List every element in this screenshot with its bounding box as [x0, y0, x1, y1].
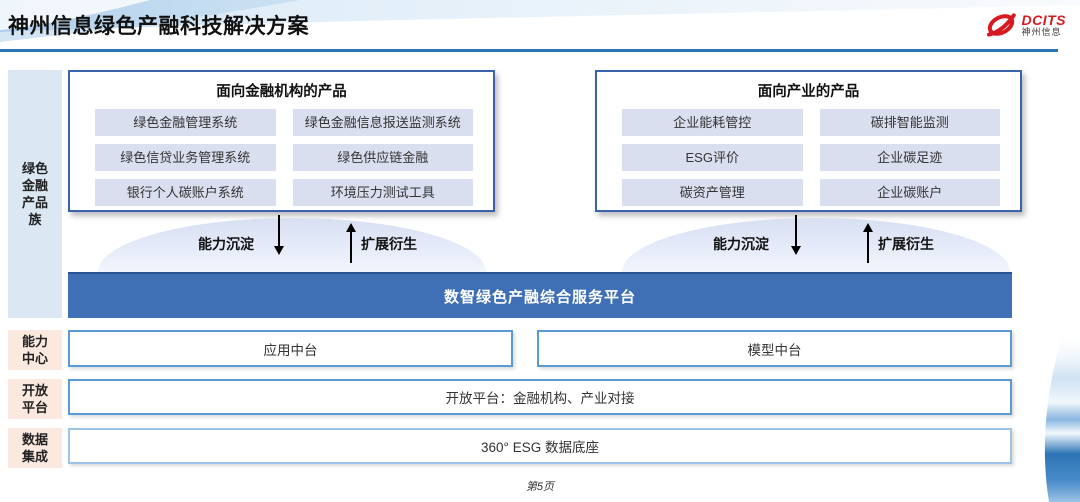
- finance-products-grid: 绿色金融管理系统 绿色金融信息报送监测系统 绿色信贷业务管理系统 绿色供应链金融…: [70, 109, 493, 206]
- down-arrow-icon: [791, 215, 801, 255]
- product-item: 企业碳足迹: [819, 144, 1000, 171]
- rail-capability-center: 能力 中心: [8, 330, 62, 370]
- product-item: 绿色金融信息报送监测系统: [292, 109, 473, 136]
- header-swoosh-decoration: [0, 0, 1080, 42]
- corner-ribbon-decoration: [1044, 330, 1080, 502]
- product-item: 碳排智能监测: [819, 109, 1000, 136]
- expand-derive-label: 扩展衍生: [878, 236, 934, 252]
- arrow-group-right: 能力沉淀 扩展衍生: [713, 212, 953, 270]
- page-number: 第5页: [525, 481, 555, 493]
- app-middle-platform-box: 应用中台: [68, 330, 513, 367]
- platform-banner: 数智绿色产融综合服务平台: [68, 272, 1012, 318]
- capability-settle-label: 能力沉淀: [713, 236, 769, 252]
- capability-settle-label: 能力沉淀: [198, 236, 254, 252]
- brand-name: DCITS: [1021, 11, 1066, 28]
- rail-green-finance-product-family: 绿色 金融 产品 族: [8, 70, 62, 318]
- brand-logo-text: DCITS 神州信息: [1022, 13, 1067, 37]
- dcits-swoosh-icon: [986, 13, 1016, 37]
- expand-derive-label: 扩展衍生: [361, 236, 417, 252]
- up-arrow-icon: [863, 223, 873, 263]
- product-item: 绿色信贷业务管理系统: [95, 144, 276, 171]
- product-item: 企业碳账户: [819, 179, 1000, 206]
- arrow-group-left: 能力沉淀 扩展衍生: [198, 212, 438, 270]
- product-item: 企业能耗管控: [622, 109, 803, 136]
- finance-products-box: 面向金融机构的产品 绿色金融管理系统 绿色金融信息报送监测系统 绿色信贷业务管理…: [68, 70, 495, 212]
- product-item: 碳资产管理: [622, 179, 803, 206]
- page-title: 神州信息绿色产融科技解决方案: [8, 15, 309, 38]
- product-item: 绿色供应链金融: [292, 144, 473, 171]
- product-item: 银行个人碳账户系统: [95, 179, 276, 206]
- model-middle-platform-box: 模型中台: [537, 330, 1012, 367]
- product-item: 环境压力测试工具: [292, 179, 473, 206]
- rail-data-integration: 数据 集成: [8, 428, 62, 468]
- product-item: ESG评价: [622, 144, 803, 171]
- down-arrow-icon: [274, 215, 284, 255]
- up-arrow-icon: [346, 223, 356, 263]
- industry-products-box: 面向产业的产品 企业能耗管控 碳排智能监测 ESG评价 企业碳足迹 碳资产管理 …: [595, 70, 1022, 212]
- finance-products-title: 面向金融机构的产品: [216, 84, 347, 100]
- header-divider: [0, 49, 1058, 52]
- industry-products-grid: 企业能耗管控 碳排智能监测 ESG评价 企业碳足迹 碳资产管理 企业碳账户: [597, 109, 1020, 206]
- open-platform-row: 开放平台：金融机构、产业对接: [68, 379, 1012, 415]
- brand-logo: DCITS 神州信息: [984, 9, 1067, 41]
- industry-products-title: 面向产业的产品: [757, 84, 860, 100]
- esg-data-base-row: 360° ESG 数据底座: [68, 428, 1012, 464]
- brand-name-cn: 神州信息: [1021, 26, 1062, 37]
- product-item: 绿色金融管理系统: [95, 109, 276, 136]
- rail-open-platform: 开放 平台: [8, 379, 62, 419]
